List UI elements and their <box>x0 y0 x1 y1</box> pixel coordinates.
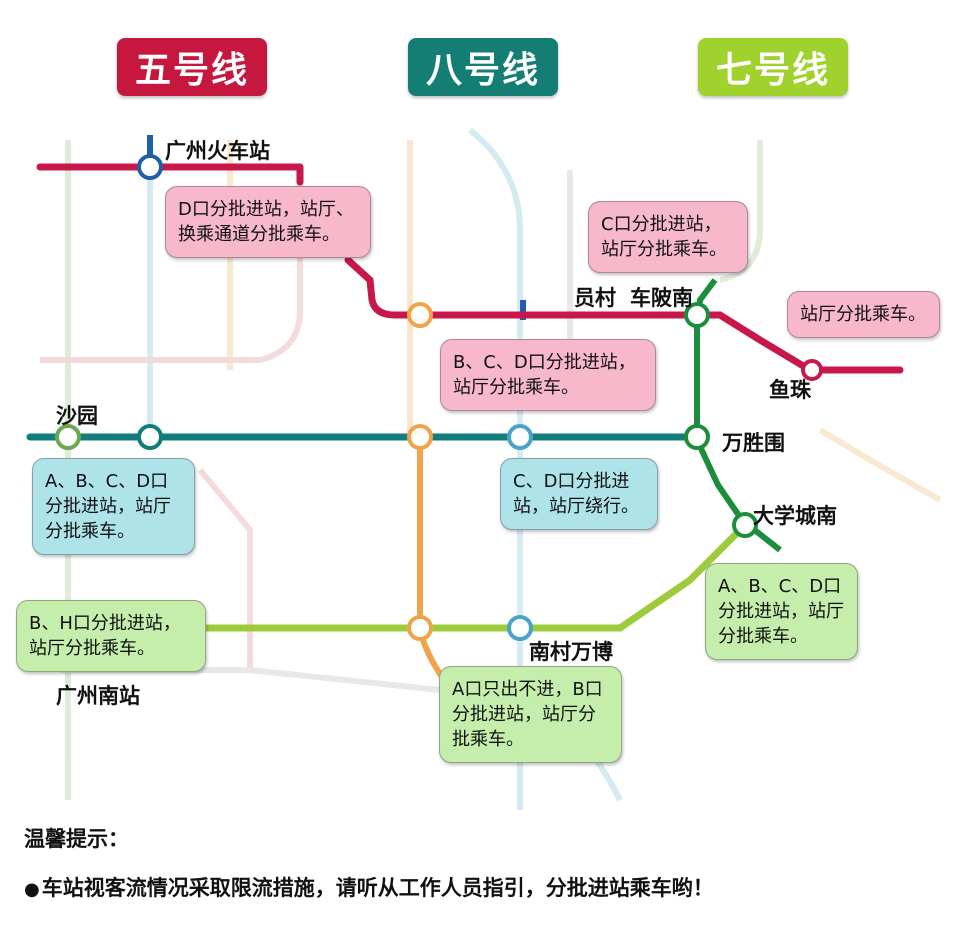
bullet-icon: ● <box>24 879 40 900</box>
station-wanshengwei: 万胜围 <box>722 431 785 455</box>
interchange-daxuechengnan <box>732 512 758 538</box>
interchange-yuzhu <box>801 359 823 381</box>
interchange-wanshengwei <box>684 424 710 450</box>
station-nancun-wanbo: 南村万博 <box>529 640 613 664</box>
line7-banner: 七号线 <box>698 38 848 96</box>
callout-daxuechengnan: A、B、C、D口分批进站，站厅分批乘车。 <box>705 563 858 660</box>
callout-yuancun: B、C、D口分批进站，站厅分批乘车。 <box>440 339 656 411</box>
interchange-baogang <box>137 424 163 450</box>
callout-huochezhan: D口分批进站，站厅、换乘通道分批乘车。 <box>165 186 371 258</box>
line8-banner: 八号线 <box>408 38 558 96</box>
tips-body: ●车站视客流情况采取限流措施，请听从工作人员指引，分批进站乘车哟！ <box>24 872 714 902</box>
interchange-pazhou <box>507 424 533 450</box>
interchange-zhujiangxincheng <box>407 302 433 328</box>
station-yuancun: 员村 <box>574 286 616 310</box>
interchange-huochezhan <box>137 154 163 180</box>
line5-track <box>36 163 904 374</box>
line5-banner: 五号线 <box>117 38 267 96</box>
callout-shayuan: A、B、C、D口分批进站，站厅分批乘车。 <box>32 458 195 555</box>
station-yuzhu: 鱼珠 <box>769 378 811 402</box>
line7-track <box>26 521 749 632</box>
interchange-kecun <box>407 424 433 450</box>
tips-title: 温馨提示： <box>24 827 129 851</box>
interchange-markers <box>55 154 823 641</box>
callout-yuzhu: 站厅分批乘车。 <box>787 291 940 338</box>
station-guangzhou-nanzhan: 广州南站 <box>56 684 140 708</box>
interchange-shayuan <box>55 424 81 450</box>
callout-chebeinan: C口分批进站，站厅分批乘车。 <box>588 201 748 273</box>
station-guangzhou-huochezhan: 广州火车站 <box>165 139 270 163</box>
interchange-hanxi <box>407 615 433 641</box>
interchange-chebeinan <box>684 302 710 328</box>
station-daxuechengnan: 大学城南 <box>753 504 837 528</box>
callout-nanzhan: B、H口分批进站，站厅分批乘车。 <box>16 600 206 672</box>
callout-nancun: A口只出不进，B口分批进站，站厅分批乘车。 <box>439 666 622 763</box>
interchange-nancun <box>507 615 533 641</box>
tips-body-text: 车站视客流情况采取限流措施，请听从工作人员指引，分批进站乘车哟！ <box>41 876 714 900</box>
callout-wanshengwei: C、D口分批进站，站厅绕行。 <box>500 458 658 530</box>
station-chebeinan: 车陂南 <box>630 286 693 310</box>
station-shayuan: 沙园 <box>56 404 98 428</box>
